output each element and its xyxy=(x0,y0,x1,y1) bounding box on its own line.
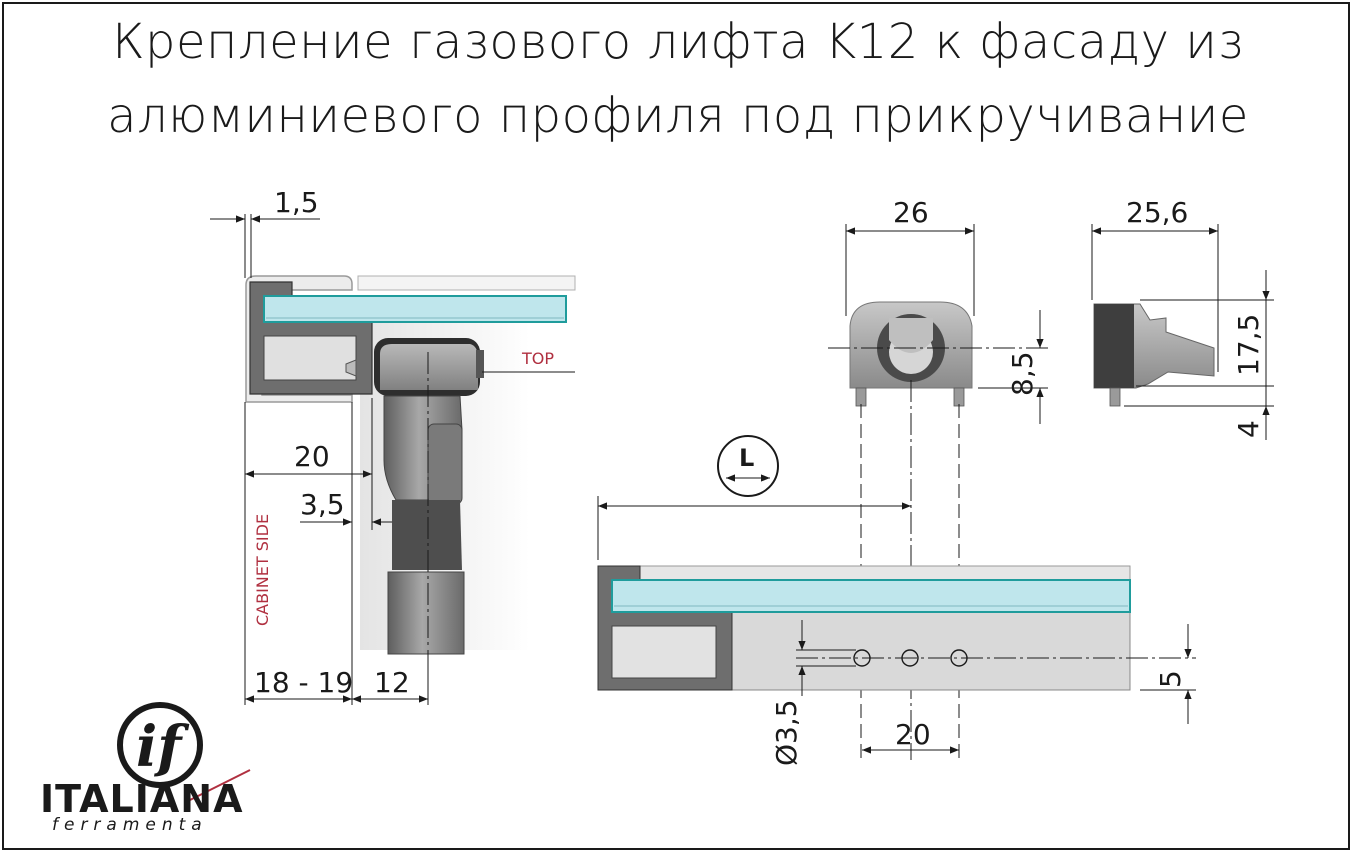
label-cabinet-side: CABINET SIDE xyxy=(253,514,272,626)
dim-1-5: 1,5 xyxy=(274,186,319,219)
title-line-2: алюминиевого профиля под прикручивание xyxy=(107,88,1249,144)
profile-bottom-view: L Ø3,5 5 20 xyxy=(597,435,1196,766)
bracket-side-view: 25,6 17,5 4 xyxy=(1091,196,1274,440)
label-top: TOP xyxy=(521,349,554,368)
dim-26: 26 xyxy=(893,196,929,229)
screw-tip xyxy=(345,359,357,377)
italiana-logo: if ITALIANA ferramenta xyxy=(40,702,251,835)
logo-brand: ITALIANA xyxy=(40,777,244,821)
dim-3-5: 3,5 xyxy=(300,488,345,521)
dim-25-6: 25,6 xyxy=(1126,196,1188,229)
bracket-front-view: 26 8,5 xyxy=(828,196,1048,760)
dim-17-5: 17,5 xyxy=(1232,314,1265,376)
logo-subtitle: ferramenta xyxy=(52,815,208,835)
dim-diameter: Ø3,5 xyxy=(770,699,803,766)
panel-top-edge xyxy=(357,275,576,291)
lift-cylinder xyxy=(387,571,465,655)
glass-panel-bottom xyxy=(611,579,1131,613)
dim-18-19: 18 - 19 xyxy=(254,666,353,699)
dim-20-left: 20 xyxy=(294,440,330,473)
section-view: 1,5 20 3,5 18 - 19 12 TOP CABINET SIDE xyxy=(210,186,576,705)
dim-12: 12 xyxy=(374,666,410,699)
logo-mark-letters: if xyxy=(136,714,190,780)
logo-mark xyxy=(117,702,203,788)
title-line-1: Крепление газового лифта K12 к фасаду из xyxy=(112,14,1244,70)
dim-8-5: 8,5 xyxy=(1006,351,1039,396)
dim-5: 5 xyxy=(1154,670,1187,688)
dim-4: 4 xyxy=(1232,420,1265,438)
lift-joint xyxy=(392,500,462,570)
dim-20-bottom: 20 xyxy=(895,718,931,751)
profile-cavity xyxy=(263,335,357,381)
l-symbol-text: L xyxy=(739,444,754,472)
